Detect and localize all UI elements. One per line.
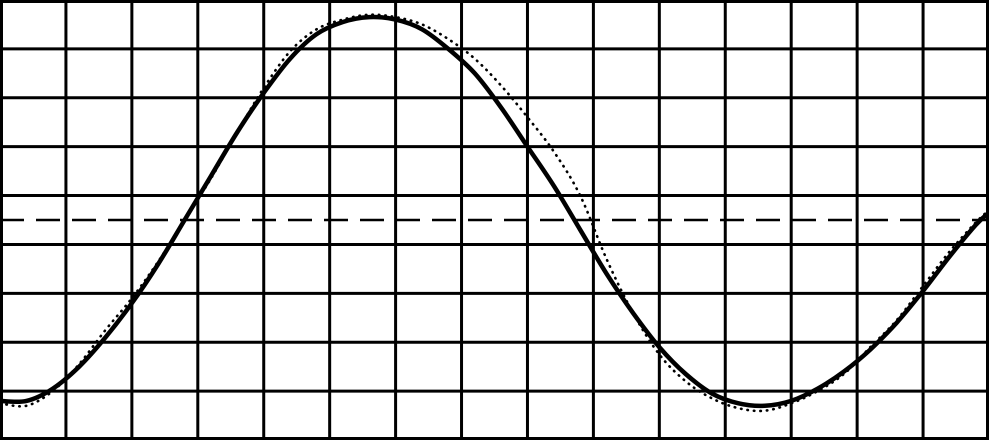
series-line-solid — [0, 14, 989, 409]
reference-lines — [0, 218, 989, 344]
series-line-dotted — [0, 13, 989, 413]
series — [0, 13, 989, 413]
